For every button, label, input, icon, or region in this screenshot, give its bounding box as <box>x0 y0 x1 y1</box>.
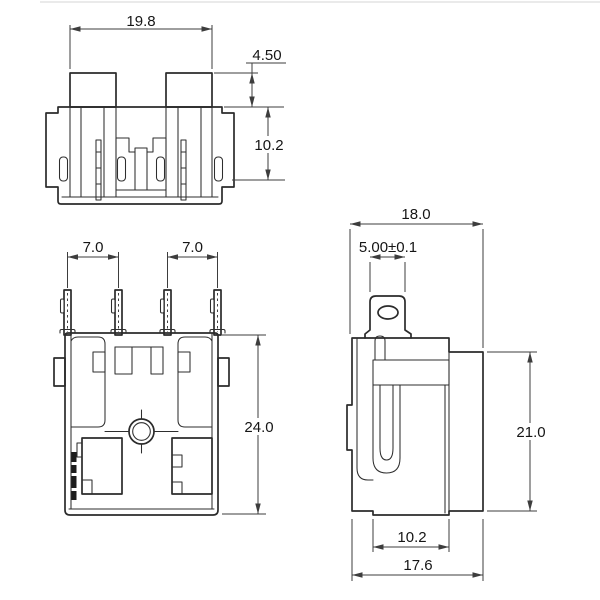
center-tab-left <box>114 346 133 375</box>
dim-cap-height: 4.50 <box>252 47 281 64</box>
center-left-latch <box>116 156 127 182</box>
terminal-3 <box>159 289 172 336</box>
dim-front-body-height: 10.2 <box>254 137 283 154</box>
left-fuse-cap <box>69 72 117 108</box>
dim-overall-height: 24.0 <box>244 419 273 436</box>
bottom-view-dimensions: 7.0 7.0 24.0 <box>67 239 278 515</box>
dim-depth: 18.0 <box>401 206 430 223</box>
terminal-hole <box>377 305 399 320</box>
bottom-view: 7.0 7.0 24.0 <box>53 239 278 516</box>
dim-base-width: 10.2 <box>397 529 426 546</box>
dim-side-height: 21.0 <box>516 424 545 441</box>
left-fuse-clip <box>95 139 102 201</box>
front-view-part <box>45 72 235 205</box>
channel-outer <box>372 384 401 474</box>
lower-right-cavity <box>171 437 213 495</box>
front-body-outline <box>45 106 235 205</box>
side-view-part <box>346 295 484 516</box>
lower-left-cavity <box>76 437 123 495</box>
dim-overall-depth: 17.6 <box>403 557 432 574</box>
terminal-2 <box>110 289 123 336</box>
side-view-dimensions: 18.0 5.00±0.1 21.0 10.2 17.6 <box>349 206 550 581</box>
side-body-outline <box>346 337 484 516</box>
left-wing <box>53 357 66 387</box>
right-wing <box>217 357 230 387</box>
left-shoulder-block <box>70 336 106 428</box>
front-view: 19.8 4.50 10.2 <box>45 13 287 205</box>
dim-front-width: 19.8 <box>126 13 155 30</box>
front-view-dimensions: 19.8 4.50 10.2 <box>69 13 287 181</box>
center-castellation <box>115 137 167 191</box>
terminal-1 <box>59 289 72 336</box>
right-fuse-clip <box>180 139 187 201</box>
mounting-hole <box>104 409 179 454</box>
center-tab-right <box>150 346 164 375</box>
terminal-leg-slot <box>374 335 386 361</box>
bottom-view-part <box>53 289 230 516</box>
right-shoulder-block <box>177 336 213 428</box>
terminal-4 <box>209 289 222 336</box>
side-view: 18.0 5.00±0.1 21.0 10.2 17.6 <box>346 206 550 581</box>
channel-inner <box>379 384 394 461</box>
dim-pitch-right: 7.0 <box>182 239 203 256</box>
center-right-latch <box>155 156 166 182</box>
right-outer-latch <box>213 156 224 182</box>
dim-blade-width: 5.00±0.1 <box>359 239 417 256</box>
left-outer-latch <box>58 156 69 182</box>
molded-marking <box>71 452 77 500</box>
right-fuse-cap <box>165 72 213 108</box>
fuse-cavity-section <box>372 359 450 386</box>
bottom-body-outline <box>64 332 219 516</box>
dim-pitch-left: 7.0 <box>83 239 104 256</box>
